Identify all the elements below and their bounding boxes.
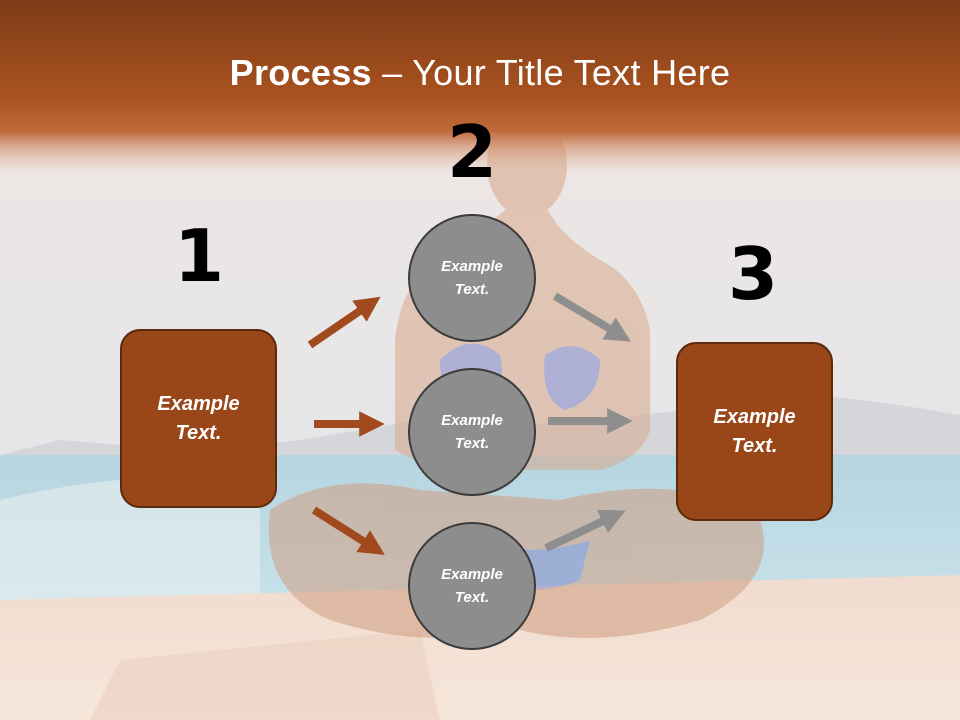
arrow-2a-to-3 (552, 292, 631, 342)
arrow-1-to-2c (311, 506, 385, 555)
title-bold: Process (229, 52, 372, 93)
title-rest: – Your Title Text Here (371, 52, 731, 93)
arrow-1-to-2a (307, 296, 381, 349)
step-2-text-bottom: Example Text. (441, 566, 503, 606)
step-1-text: Example Text. (157, 392, 240, 444)
step-2-circle-top: Example Text. (408, 214, 536, 342)
step-number-2: 2 (446, 110, 498, 194)
step-number-3: 3 (727, 232, 779, 316)
step-number-1: 1 (173, 214, 225, 298)
arrow-2c-to-3 (544, 509, 626, 552)
step-3-box: Example Text. (676, 342, 833, 521)
step-3-text: Example Text. (713, 405, 796, 457)
step-2-text-middle: Example Text. (441, 412, 503, 452)
step-2-text-top: Example Text. (441, 258, 503, 298)
slide-title: Process – Your Title Text Here (0, 52, 960, 94)
step-2-circle-middle: Example Text. (408, 368, 536, 496)
step-1-box: Example Text. (120, 329, 277, 508)
step-2-circle-bottom: Example Text. (408, 522, 536, 650)
